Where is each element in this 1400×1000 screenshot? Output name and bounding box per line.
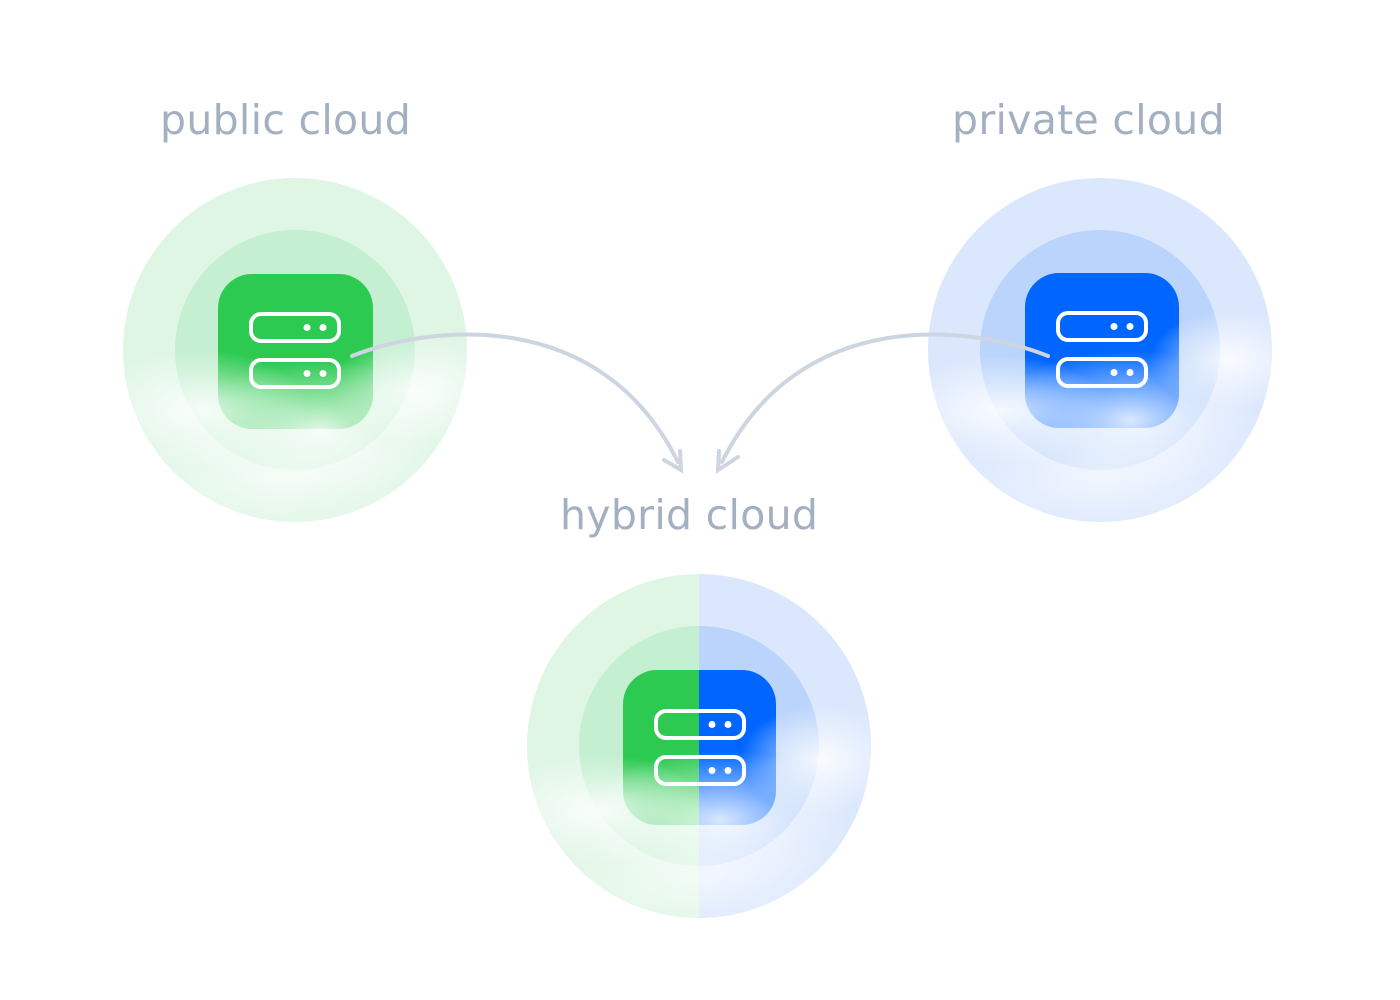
arrow-public-to-hybrid <box>350 332 684 474</box>
private-cloud-label: private cloud <box>952 96 1225 144</box>
cloud-mist <box>123 335 467 522</box>
public-cloud-node <box>123 178 467 522</box>
hybrid-cloud-node <box>527 574 871 918</box>
private-cloud-node <box>928 178 1272 522</box>
public-cloud-label: public cloud <box>160 96 412 144</box>
arrow-private-to-hybrid <box>715 332 1050 474</box>
hybrid-cloud-label: hybrid cloud <box>560 491 819 539</box>
cloud-mist <box>527 705 871 918</box>
